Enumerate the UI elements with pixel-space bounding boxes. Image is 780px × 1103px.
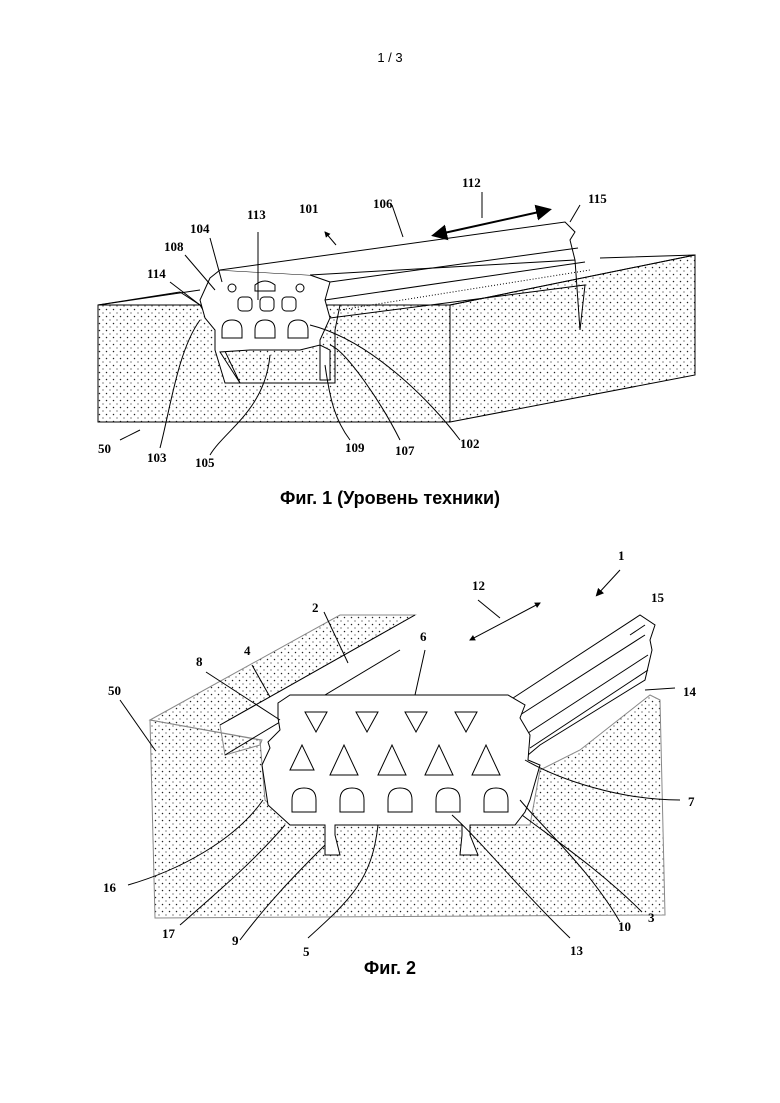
label-7: 7 bbox=[688, 794, 695, 809]
label-107: 107 bbox=[395, 443, 415, 458]
label-12: 12 bbox=[472, 578, 485, 593]
label-113: 113 bbox=[247, 207, 266, 222]
label-17: 17 bbox=[162, 926, 176, 941]
rail-top-fig1 bbox=[220, 222, 575, 275]
figure1-drawing bbox=[98, 192, 695, 455]
label-105: 105 bbox=[195, 455, 215, 470]
label-106: 106 bbox=[373, 196, 393, 211]
figure1-caption: Фиг. 1 (Уровень техники) bbox=[0, 488, 780, 509]
label-50-fig1: 50 bbox=[98, 441, 111, 456]
label-16: 16 bbox=[103, 880, 117, 895]
label-13: 13 bbox=[570, 943, 584, 958]
label-4: 4 bbox=[244, 643, 251, 658]
label-112: 112 bbox=[462, 175, 481, 190]
figure2-drawing bbox=[120, 570, 680, 940]
label-5: 5 bbox=[303, 944, 310, 959]
label-114: 114 bbox=[147, 266, 166, 281]
label-14: 14 bbox=[683, 684, 697, 699]
label-1: 1 bbox=[618, 548, 625, 563]
label-10: 10 bbox=[618, 919, 631, 934]
figure2-caption: Фиг. 2 bbox=[0, 958, 780, 979]
label-103: 103 bbox=[147, 450, 167, 465]
label-2: 2 bbox=[312, 600, 319, 615]
label-6: 6 bbox=[420, 629, 427, 644]
label-108: 108 bbox=[164, 239, 184, 254]
label-115: 115 bbox=[588, 191, 607, 206]
label-101: 101 bbox=[299, 201, 319, 216]
label-102: 102 bbox=[460, 436, 480, 451]
label-8: 8 bbox=[196, 654, 203, 669]
label-104: 104 bbox=[190, 221, 210, 236]
label-9: 9 bbox=[232, 933, 239, 948]
label-15: 15 bbox=[651, 590, 665, 605]
label-50-fig2: 50 bbox=[108, 683, 121, 698]
label-3: 3 bbox=[648, 910, 655, 925]
label-109: 109 bbox=[345, 440, 365, 455]
